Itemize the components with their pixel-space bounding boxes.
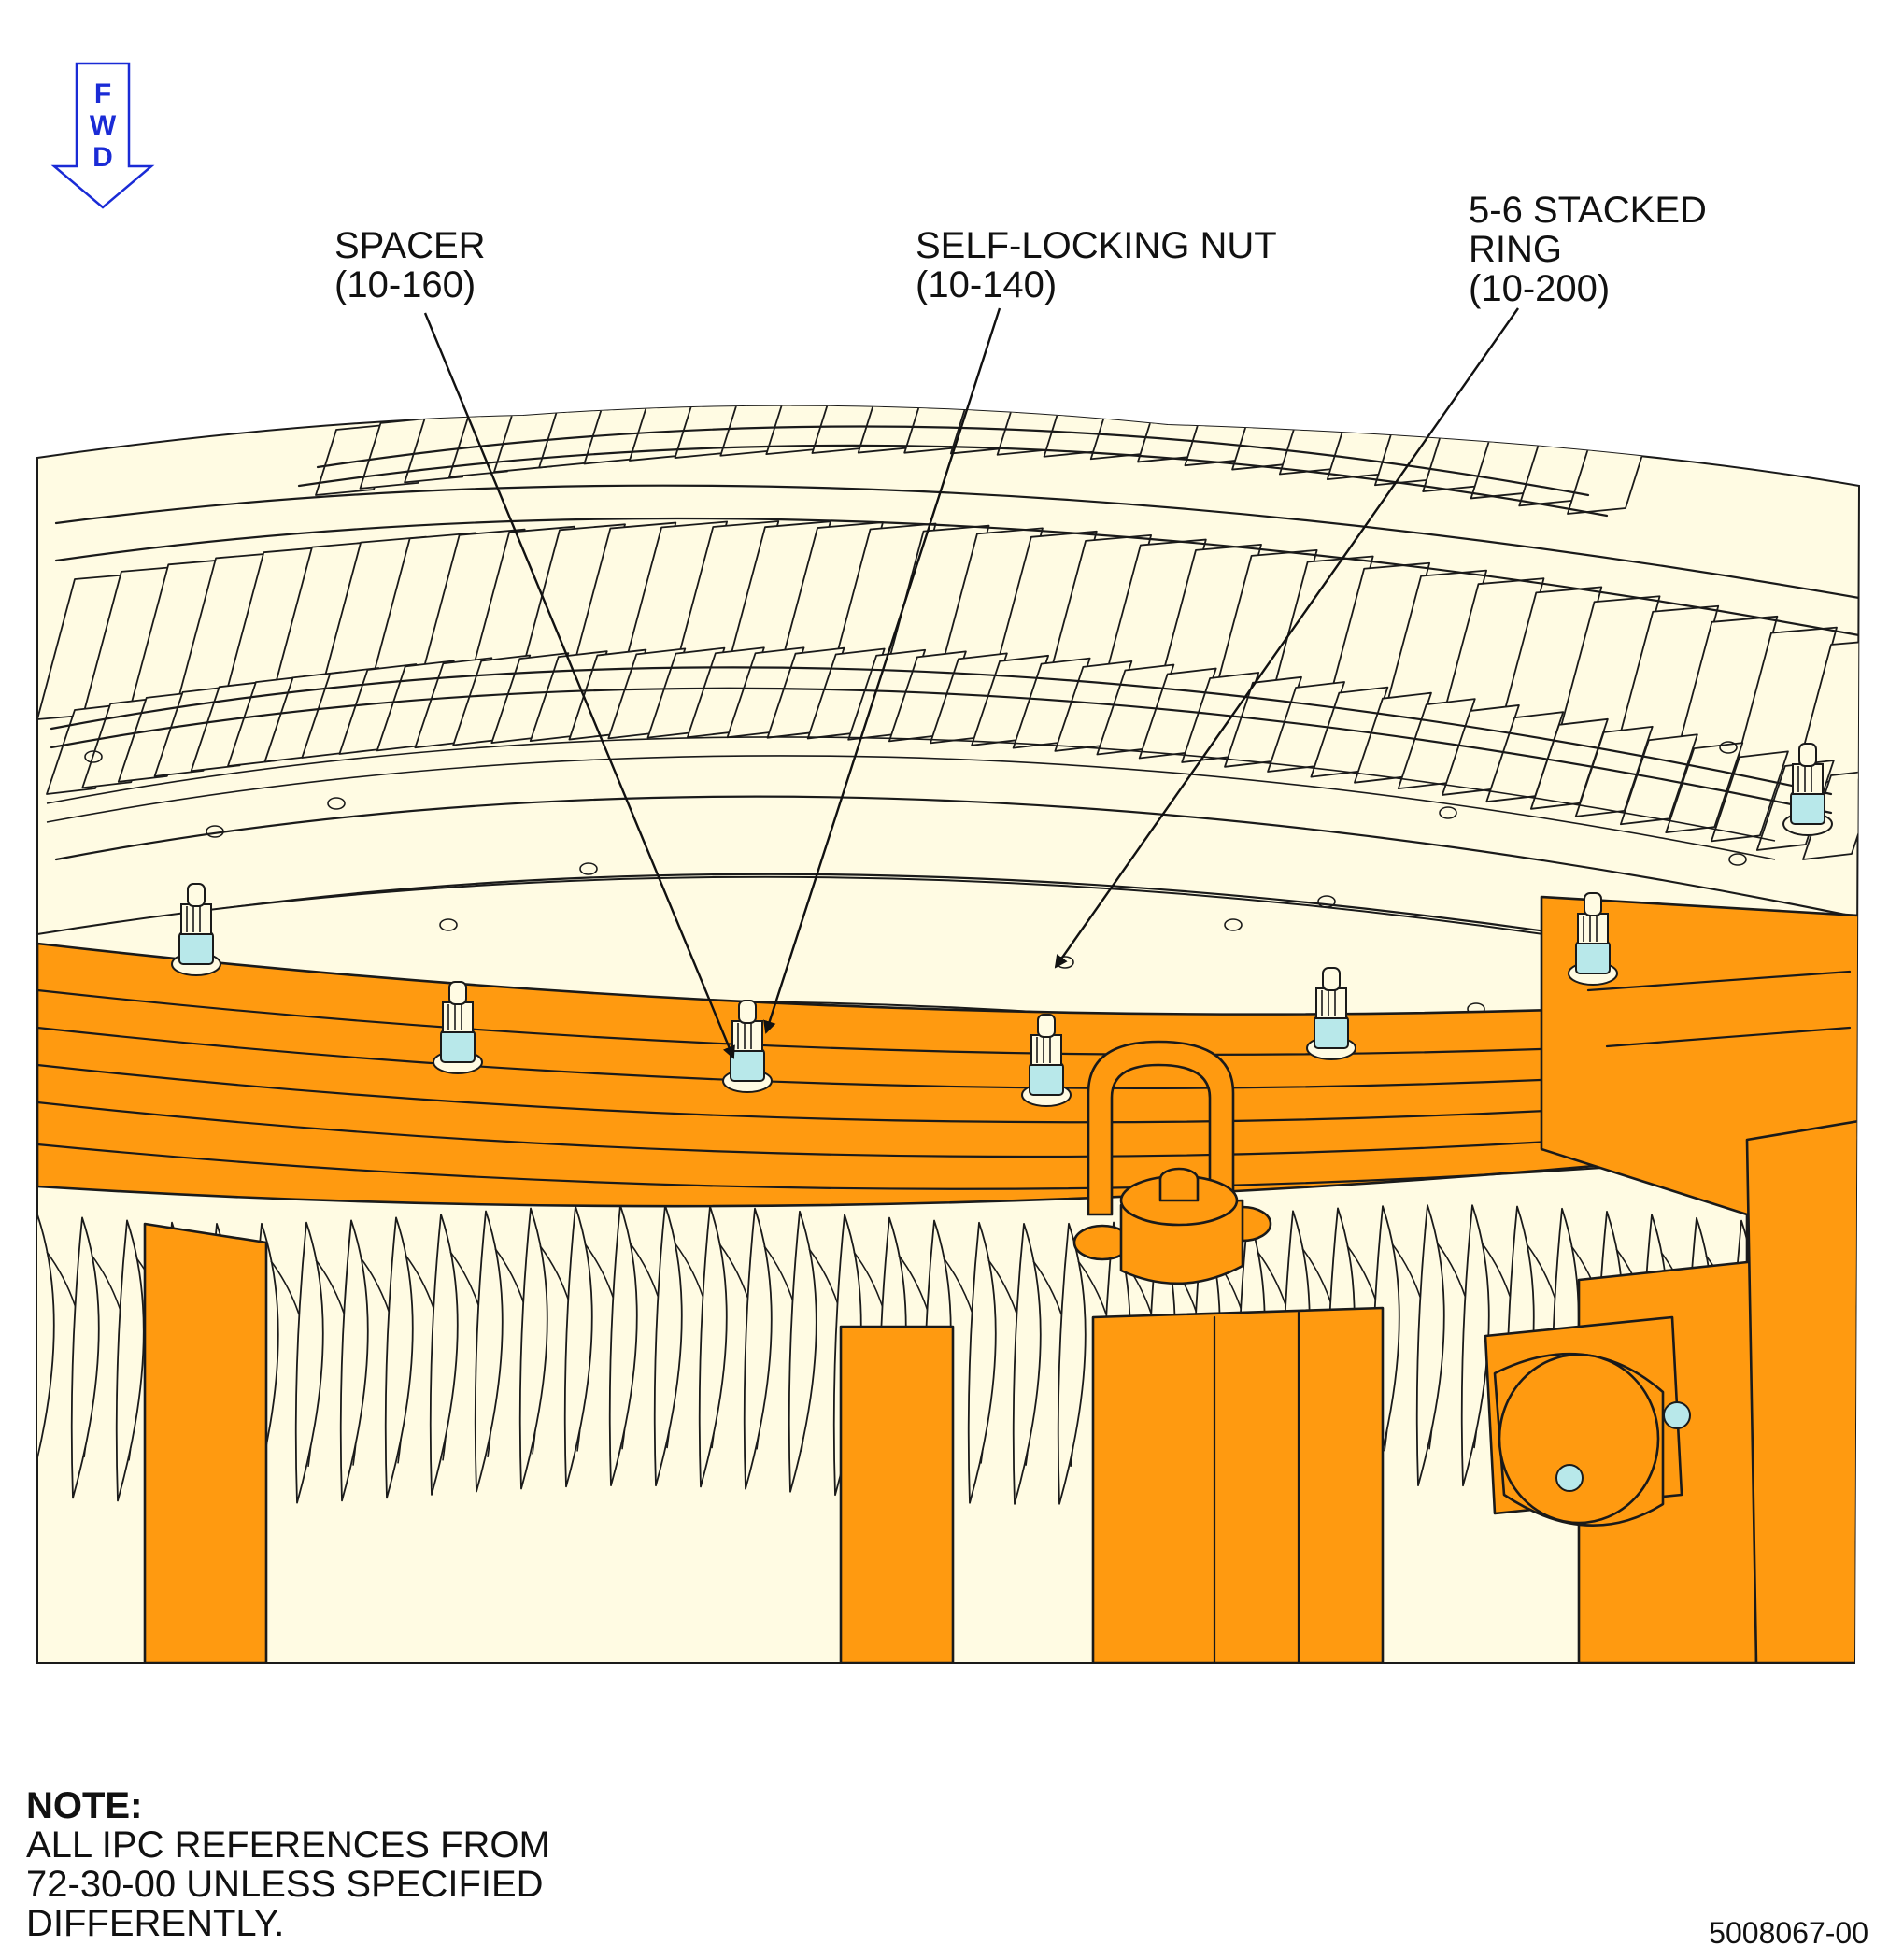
stud-tip [448, 981, 467, 1005]
bolt-hole [1728, 853, 1747, 866]
rotor-blade [967, 1221, 997, 1504]
bolt-hole [1317, 895, 1336, 908]
rotor-blade [653, 1204, 683, 1487]
rotor-blade [70, 1216, 100, 1499]
stud-tip [1322, 967, 1341, 991]
self-locking-nut-part [1577, 913, 1609, 944]
stud-tip [187, 883, 206, 907]
rotor-blade [294, 1221, 324, 1504]
fwd-direction-arrow-icon: F W D [50, 62, 155, 209]
callout-spacer-name: SPACER [334, 225, 486, 266]
spacer-part [1029, 1062, 1064, 1096]
callout-spacer: SPACER (10-160) [334, 225, 496, 305]
note-block: NOTE: ALL IPC REFERENCES FROM 72-30-00 U… [26, 1785, 561, 1944]
vane [1793, 638, 1859, 786]
self-locking-nut-part [442, 1001, 474, 1033]
rotor-blade [474, 1210, 504, 1493]
studs-with-nuts [171, 743, 1833, 1107]
leader-spacer [423, 312, 735, 1059]
note-title: NOTE: [26, 1785, 142, 1826]
bolt-hole [327, 797, 346, 810]
spacer-part [1790, 791, 1825, 825]
bolt-hole [206, 825, 224, 838]
bolt-hole [1439, 806, 1457, 819]
stator-vanes-inner [46, 646, 1859, 860]
self-locking-nut-part [1030, 1034, 1062, 1066]
note-line: DIFFERENTLY. [26, 1903, 284, 1944]
stator-vanes-middle [37, 520, 1859, 786]
note-line: 72-30-00 UNLESS SPECIFIED [26, 1864, 544, 1905]
callout-ring-ref: (10-200) [1469, 268, 1610, 309]
rotor-blade [429, 1214, 459, 1496]
rotor-blade [563, 1205, 593, 1488]
callout-ring-name: 5-6 STACKED [1469, 190, 1707, 231]
rotor-blade [1460, 1204, 1490, 1487]
engine-illustration [36, 405, 1861, 1664]
callout-ring-name-2: RING [1469, 229, 1562, 270]
figure-number: 5008067-00 [1709, 1916, 1868, 1950]
rotor-blade [384, 1216, 414, 1499]
callout-spacer-ref: (10-160) [334, 264, 476, 305]
fwd-letter: D [92, 142, 113, 173]
callout-nut-name: SELF-LOCKING NUT [916, 225, 1276, 266]
fwd-letter: W [90, 110, 117, 141]
bolt-hole [84, 750, 103, 763]
rotor-blade [37, 1214, 55, 1496]
rotor-blade [1415, 1204, 1445, 1487]
rotor-blade [115, 1219, 145, 1502]
rotor-blade [339, 1219, 369, 1502]
bolt-hole [579, 862, 598, 875]
rotor-blade [518, 1207, 548, 1490]
bolt-hole [1719, 741, 1738, 754]
rotor-blade [743, 1207, 773, 1490]
self-locking-nut-part [1315, 987, 1347, 1019]
stud-tip [1798, 743, 1817, 767]
callout-leaders [423, 307, 1519, 1059]
stacked-ring-fixture [37, 895, 1859, 1663]
rotor-blade [1012, 1222, 1042, 1505]
bolt-hole [439, 918, 458, 931]
rotor-blade [788, 1210, 817, 1493]
callout-self-locking-nut: SELF-LOCKING NUT (10-140) [916, 225, 1286, 305]
spacer-part [1575, 941, 1611, 974]
rotor-blade [608, 1204, 638, 1487]
fwd-letter: F [94, 78, 111, 109]
spacer-part [440, 1030, 476, 1063]
rotor-blade [698, 1205, 728, 1488]
spacer-part [1314, 1016, 1349, 1049]
self-locking-nut-part [180, 903, 212, 935]
rotor-blade [1057, 1222, 1087, 1505]
self-locking-nut-part [1792, 763, 1824, 795]
spacer-part [730, 1048, 765, 1082]
stud-tip [1037, 1014, 1056, 1038]
callout-stacked-ring: 5-6 STACKED RING (10-200) [1469, 190, 1717, 309]
callout-nut-ref: (10-140) [916, 264, 1057, 305]
note-line: ALL IPC REFERENCES FROM [26, 1825, 550, 1866]
stud-tip [1584, 892, 1602, 916]
leader-stacked-ring [1054, 307, 1519, 969]
self-locking-nut-part [731, 1020, 763, 1052]
leader-self-locking-nut [763, 307, 1001, 1034]
bolt-hole [1224, 918, 1243, 931]
spacer-part [178, 931, 214, 965]
stud-tip [738, 1000, 757, 1024]
